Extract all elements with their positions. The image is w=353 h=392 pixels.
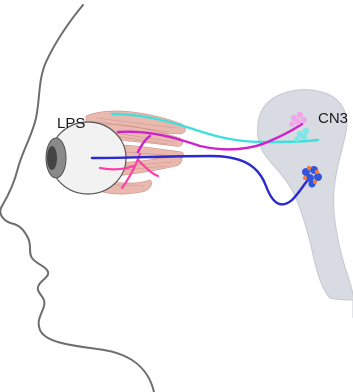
- face-profile-outline: [0, 5, 154, 392]
- eyeball-pupil: [47, 146, 57, 170]
- label-lps: LPS: [57, 115, 85, 132]
- label-cn3: CN3: [318, 110, 348, 127]
